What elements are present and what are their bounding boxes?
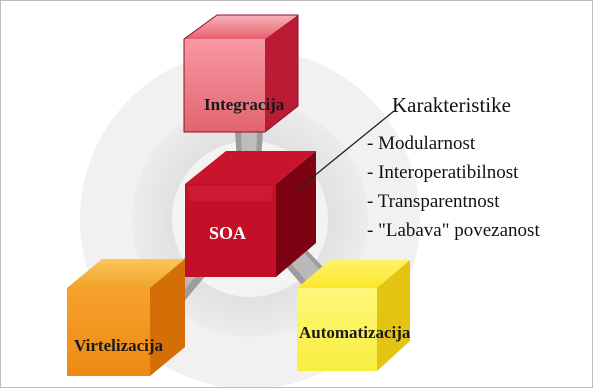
center-label-soa: SOA <box>209 223 246 243</box>
node-label-virtelizacija: Virtelizacija <box>74 336 164 355</box>
characteristics-title: Karakteristike <box>392 93 511 117</box>
characteristics-list: - Modularnost - Interoperatibilnost - Tr… <box>367 129 540 245</box>
characteristic-item: - "Labava" povezanost <box>367 220 540 241</box>
cube-integracija <box>183 14 299 133</box>
cube-automatizacija <box>297 260 410 371</box>
node-label-integracija: Integracija <box>204 95 285 114</box>
characteristic-item: - Modularnost <box>367 133 476 154</box>
cube-soa <box>185 151 316 277</box>
characteristic-item: - Interoperatibilnost <box>367 162 519 183</box>
cube-virtelizacija <box>67 259 185 376</box>
node-label-automatizacija: Automatizacija <box>299 323 411 342</box>
callout-line <box>297 110 395 190</box>
characteristic-item: - Transparentnost <box>367 191 500 212</box>
